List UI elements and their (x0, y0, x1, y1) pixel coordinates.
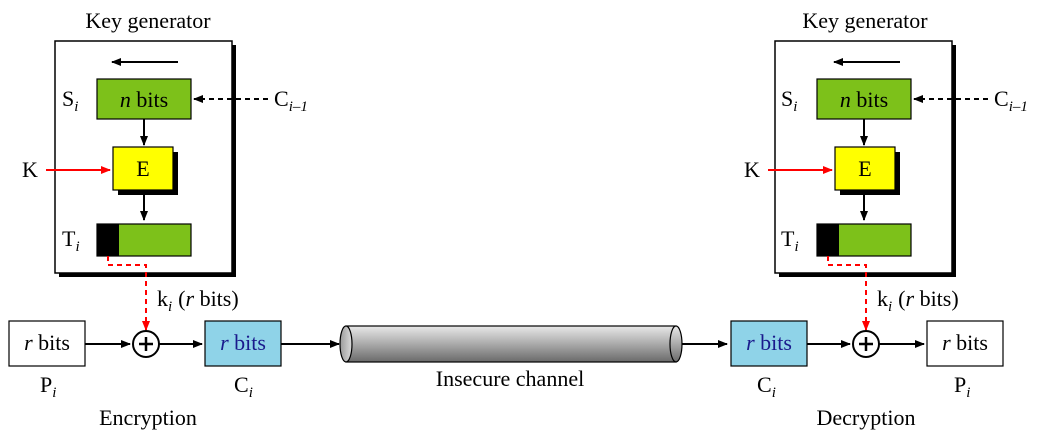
key-stream-label: ki(r bits) (157, 286, 239, 315)
key-stream-label: ki(r bits) (877, 286, 959, 315)
temp-register-label: Ti (781, 226, 799, 255)
xor-icon (132, 330, 160, 358)
key-stream-arrow (827, 256, 870, 331)
ciphertext-label: Ci (757, 372, 776, 401)
temp-register-label: Ti (62, 226, 80, 255)
plaintext-box-text: r bits (24, 330, 70, 355)
key-generator-title: Key generator (802, 8, 928, 33)
shift-register-text: n bits (120, 87, 168, 112)
encryption-caption: Encryption (99, 405, 197, 430)
shift-register-text: n bits (840, 87, 888, 112)
plaintext-label: Pi (954, 372, 970, 401)
key-input-label: K (22, 157, 38, 182)
encrypt-block (834, 146, 896, 191)
insecure-channel-pipe (339, 325, 683, 363)
plaintext-box-text: r bits (942, 330, 988, 355)
plaintext-label: Pi (40, 372, 56, 401)
ciphertext-box-text: r bits (746, 330, 792, 355)
decryption-key-generator: Key generator Si n bits Ci–1 E K Ti (744, 8, 1028, 277)
encrypt-block-label: E (858, 156, 871, 181)
key-stream-arrow (107, 256, 150, 331)
channel-label: Insecure channel (436, 366, 584, 391)
feedback-input-label: Ci–1 (274, 86, 308, 115)
decryption-caption: Decryption (817, 405, 916, 430)
encrypt-block-label: E (136, 156, 149, 181)
xor-icon (852, 330, 880, 358)
key-generator-title: Key generator (85, 8, 211, 33)
encrypt-block (112, 146, 174, 191)
key-input-label: K (744, 157, 760, 182)
ciphertext-box-text: r bits (220, 330, 266, 355)
ciphertext-box (730, 320, 808, 367)
plaintext-box (8, 320, 86, 367)
ciphertext-label: Ci (234, 372, 253, 401)
encryption-key-generator: Key generator Si n bits Ci–1 E K Ti (22, 8, 308, 277)
temp-register-key-bits (97, 224, 119, 256)
temp-register-key-bits (817, 224, 839, 256)
plaintext-box (926, 320, 1004, 367)
shift-register-label: Si (62, 86, 78, 115)
shift-register (96, 78, 192, 120)
shift-register-label: Si (781, 86, 797, 115)
feedback-input-label: Ci–1 (994, 86, 1028, 115)
